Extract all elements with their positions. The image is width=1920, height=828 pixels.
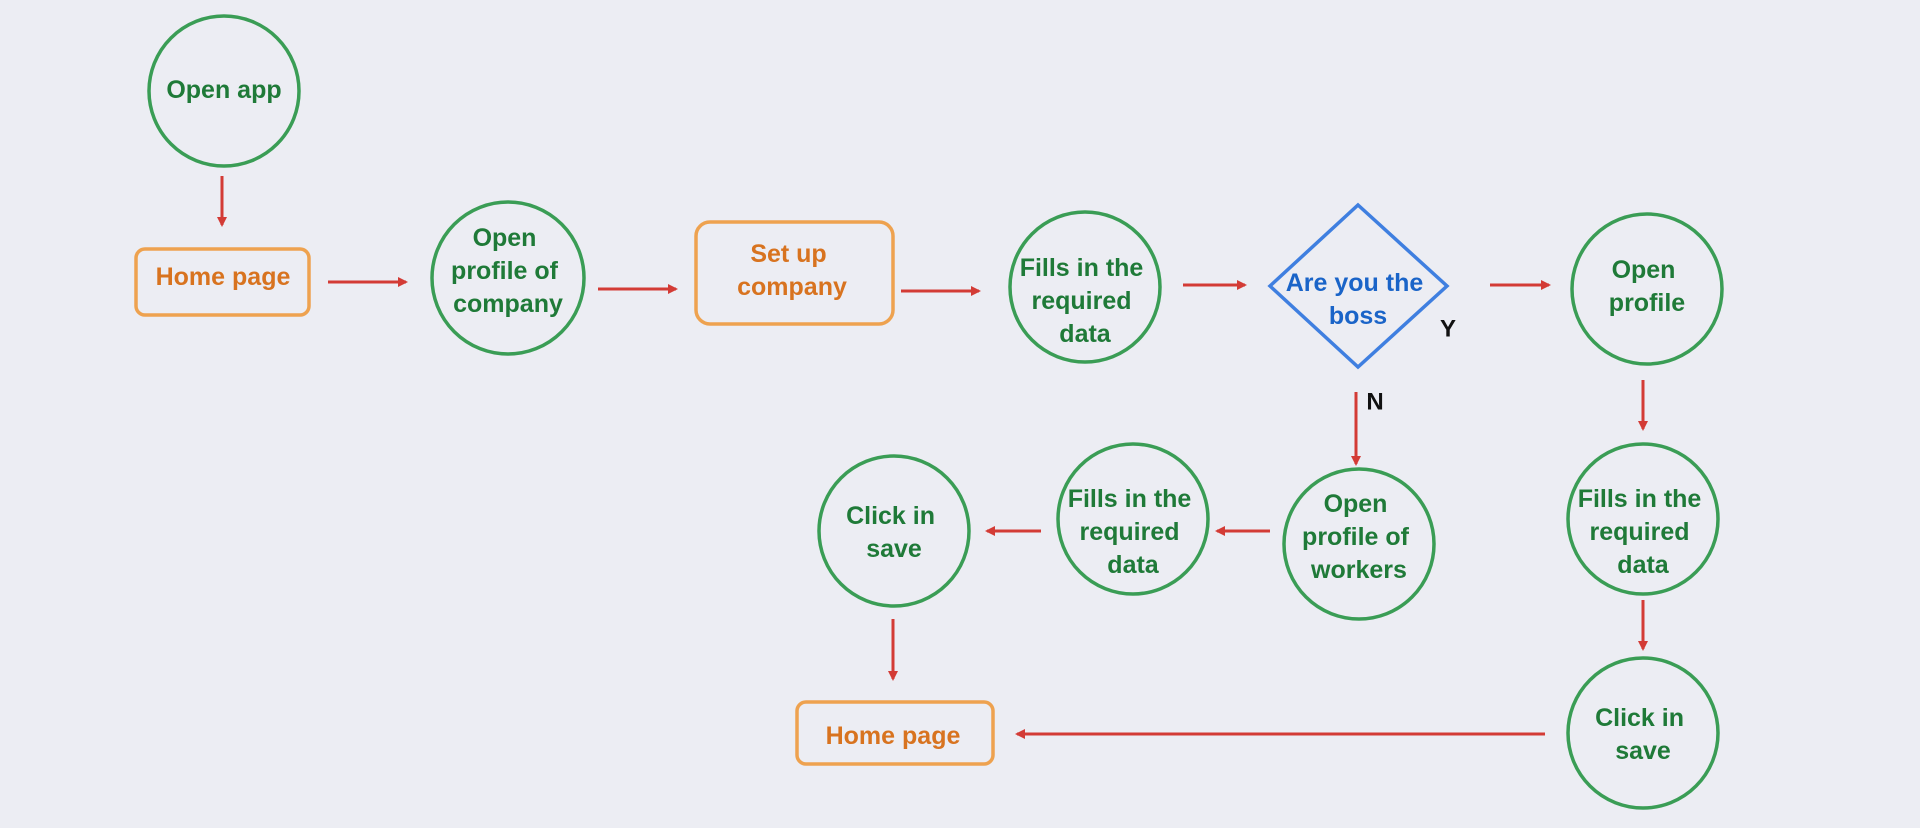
node-click-save-yes: Click in save xyxy=(1566,656,1720,810)
branch-label-yes: Y xyxy=(1440,315,1456,342)
node-home-page-bottom-label: Home page xyxy=(826,722,961,750)
node-open-profile-workers: Open profile of workers xyxy=(1282,467,1436,621)
branch-label-no: N xyxy=(1366,388,1383,415)
node-fills-data-1-label: Fills in the required data xyxy=(1020,254,1151,348)
node-set-up-company-label: Set up company xyxy=(737,240,847,301)
node-home-page-top-label: Home page xyxy=(156,263,291,291)
node-open-profile-workers-label: Open profile of workers xyxy=(1302,490,1416,584)
node-open-profile-company: Open profile of company xyxy=(430,200,586,356)
node-click-save-no-label: Click in save xyxy=(846,502,942,563)
node-click-save-yes-label: Click in save xyxy=(1595,704,1691,765)
node-open-profile: Open profile xyxy=(1570,212,1724,366)
node-fills-data-yes: Fills in the required data xyxy=(1566,442,1720,596)
node-home-page-top: Home page xyxy=(134,247,311,317)
node-set-up-company: Set up company xyxy=(694,220,895,326)
node-home-page-bottom: Home page xyxy=(795,700,995,766)
node-fills-data-no-label: Fills in the required data xyxy=(1068,485,1199,579)
node-are-you-boss-label: Are you the boss xyxy=(1286,269,1430,330)
node-are-you-boss: Are you the boss xyxy=(1267,202,1450,370)
connectors xyxy=(217,176,1648,739)
node-click-save-no: Click in save xyxy=(817,454,971,608)
node-fills-data-no: Fills in the required data xyxy=(1056,442,1210,596)
node-open-app-label: Open app xyxy=(166,76,281,104)
node-open-app: Open app xyxy=(147,14,301,168)
node-open-profile-company-label: Open profile of company xyxy=(451,224,565,318)
node-open-profile-label: Open profile xyxy=(1609,256,1685,317)
node-fills-data-yes-label: Fills in the required data xyxy=(1578,485,1709,579)
node-fills-data-1: Fills in the required data xyxy=(1008,210,1162,364)
